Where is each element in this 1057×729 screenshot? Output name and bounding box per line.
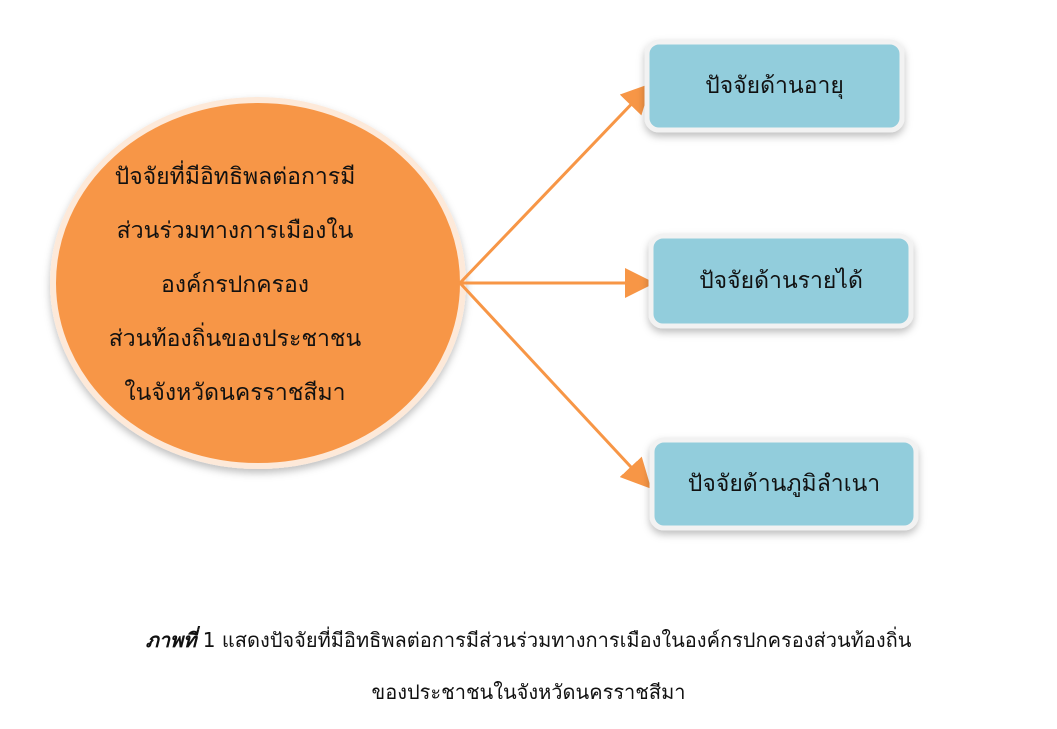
figure-caption-line2: ของประชาชนในจังหวัดนครราชสีมา (371, 680, 686, 704)
factor-box-age (644, 39, 905, 133)
center-line: ปัจจัยที่มีอิทธิพลต่อการมี (114, 164, 356, 190)
factor-label-age: ปัจจัยด้านอายุ (705, 73, 844, 99)
center-line: ในจังหวัดนครราชสีมา (124, 380, 346, 406)
arrow-to-age (458, 83, 652, 285)
center-node-text: ปัจจัยที่มีอิทธิพลต่อการมี ส่วนร่วมทางกา… (70, 150, 400, 420)
caption-prefix: ภาพที่ (145, 628, 197, 652)
figure-caption: ภาพที่ 1 แสดงปัจจัยที่มีอิทธิพลต่อการมีส… (0, 624, 1057, 656)
factor-box-income (648, 233, 914, 329)
arrow-to-domicile (458, 281, 652, 489)
caption-text: แสดงปัจจัยที่มีอิทธิพลต่อการมีส่วนร่วมทา… (221, 628, 912, 652)
center-line: ส่วนท้องถิ่นของประชาชน (108, 326, 362, 352)
center-line: ส่วนร่วมทางการเมืองใน (116, 218, 354, 244)
factor-label-domicile: ปัจจัยด้านภูมิลำเนา (687, 471, 881, 497)
factor-box-domicile (649, 437, 919, 531)
caption-number: 1 (202, 628, 216, 652)
center-line: องค์กรปกครอง (160, 272, 310, 298)
factor-label-income: ปัจจัยด้านรายได้ (699, 268, 863, 294)
